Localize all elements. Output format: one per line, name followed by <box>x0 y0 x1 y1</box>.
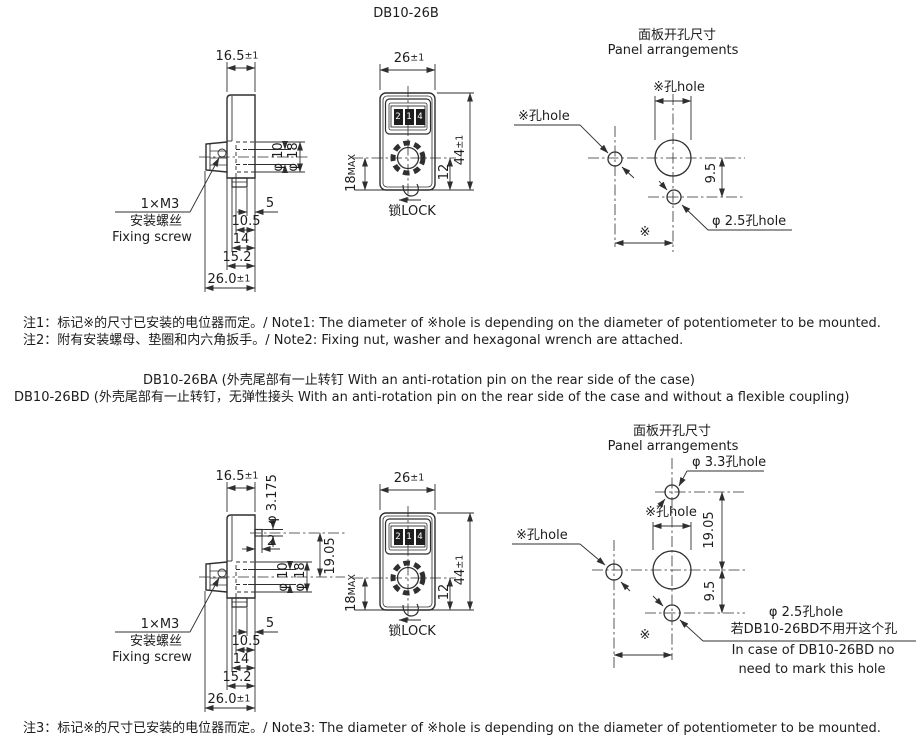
note-3: 注3：标记※的尺寸已安装的电位器而定。/ Note3: The diameter… <box>23 721 881 736</box>
fig2-title-bd: DB10-26BD (外壳尾部有一止转钉，无弹性接头 With an anti-… <box>14 390 850 405</box>
fig2-dim-19-05-side: 19.05 <box>322 537 338 575</box>
fig2-dim-phi10: φ 10 <box>275 562 291 592</box>
fig2-dim-pin-offset: 2 <box>266 533 276 549</box>
fig2-screw-zh-label: 安装螺丝 <box>129 633 183 649</box>
fig2-screw-en-label: Fixing screw <box>112 649 192 665</box>
fig1-main-hole-dim-label: ※孔hole <box>653 79 705 95</box>
fig2-pilot-note-en1: In case of DB10-26BD no <box>731 642 895 658</box>
fig1-main-hole-label: ※孔hole <box>518 109 570 124</box>
fig1-dim-5: 5 <box>265 195 275 211</box>
note-1: 注1：标记※的尺寸已安装的电位器而定。/ Note1: The diameter… <box>23 316 881 331</box>
fig1-panel-title-en: Panel arrangements <box>607 42 739 58</box>
fig2-dim-phi18: φ 18 <box>292 562 308 592</box>
fig2-panel-title-zh: 面板开孔尺寸 <box>632 423 712 439</box>
fig2-dim-offset: ※ <box>639 627 651 643</box>
fig2-dim-width: 26±1 <box>393 470 425 486</box>
fig1-counter-digit-2: 1 <box>404 108 414 125</box>
fig1-front-view-lines <box>352 64 474 203</box>
fig1-title: DB10-26B <box>373 5 439 21</box>
fig2-dim-9-5: 9.5 <box>702 580 718 602</box>
fig2-pilot-note-en2: need to mark this hole <box>738 661 886 677</box>
fig1-screw-qty-label: 1×M3 <box>140 196 180 212</box>
fig2-pilot-hole-label: φ 2.5孔hole <box>768 604 844 620</box>
fig1-dim-width: 26±1 <box>393 50 425 66</box>
fig1-dim-body-depth: 16.5±1 <box>215 48 259 64</box>
fig2-counter-digit-1: 2 <box>393 528 403 545</box>
fig1-dim-9-5: 9.5 <box>703 162 719 184</box>
fig2-dim-total-depth: 26.0±1 <box>207 691 251 707</box>
fig2-lock-label: 锁LOCK <box>388 623 436 639</box>
fig2-side-view-lines <box>115 482 345 712</box>
fig2-counter-digit-2: 1 <box>404 528 414 545</box>
fig2-dim-height: 44±1 <box>452 554 468 586</box>
fig2-panel-title-en: Panel arrangements <box>607 438 739 454</box>
fig1-dim-12: 12 <box>436 163 452 181</box>
fig1-side-view-lines <box>115 62 309 292</box>
fig1-dim-14: 14 <box>232 231 250 247</box>
fig1-dim-phi10: φ 10 <box>270 142 286 172</box>
fig2-dim-18max: 18MAX <box>343 574 359 612</box>
fig2-dim-body-depth: 16.5±1 <box>215 468 259 484</box>
fig2-main-hole-dim-label: ※孔hole <box>645 504 697 520</box>
fig2-dim-pin-dia: φ 3.175 <box>264 474 280 524</box>
fig1-pilot-hole-label: φ 2.5孔hole <box>712 214 787 229</box>
fig2-screw-qty-label: 1×M3 <box>140 616 180 632</box>
fig2-title-ba: DB10-26BA (外壳尾部有一止转钉 With an anti-rotati… <box>143 373 695 388</box>
fig1-dim-18max: 18MAX <box>343 154 359 192</box>
fig2-dim-10-5: 10.5 <box>231 633 261 649</box>
fig1-dim-15-2: 15.2 <box>222 249 252 265</box>
fig1-dim-10-5: 10.5 <box>231 213 261 229</box>
fig2-counter-digit-3: 4 <box>415 528 425 545</box>
fig2-pin-hole-label: φ 3.3孔hole <box>692 455 767 470</box>
fig1-lock-label: 锁LOCK <box>388 203 436 219</box>
fig2-dim-5: 5 <box>265 615 275 631</box>
fig2-dim-12: 12 <box>436 583 452 601</box>
fig2-dim-15-2: 15.2 <box>222 669 252 685</box>
fig1-panel-title-zh: 面板开孔尺寸 <box>637 27 717 43</box>
fig1-counter-digit-1: 2 <box>393 108 403 125</box>
fig2-pilot-note-zh: 若DB10-26BD不用开这个孔 <box>730 621 898 637</box>
fig2-dim-14: 14 <box>232 651 250 667</box>
fig2-main-hole-label: ※孔hole <box>516 528 568 543</box>
fig2-panel-lines <box>512 458 916 668</box>
fig1-counter-digit-3: 4 <box>415 108 425 125</box>
fig1-dim-offset: ※ <box>639 224 651 240</box>
fig1-screw-en-label: Fixing screw <box>112 229 192 245</box>
fig2-front-view-lines <box>352 484 474 623</box>
fig2-dim-19-05-panel: 19.05 <box>701 511 717 549</box>
fig1-dim-phi18: φ 18 <box>285 142 301 172</box>
fig1-panel-lines <box>514 94 792 252</box>
fig1-dim-total-depth: 26.0±1 <box>207 271 251 287</box>
fig1-screw-zh-label: 安装螺丝 <box>129 213 183 229</box>
fig1-dim-height: 44±1 <box>452 134 468 166</box>
note-2: 注2：附有安装螺母、垫圈和内六角扳手。/ Note2: Fixing nut, … <box>23 333 684 348</box>
